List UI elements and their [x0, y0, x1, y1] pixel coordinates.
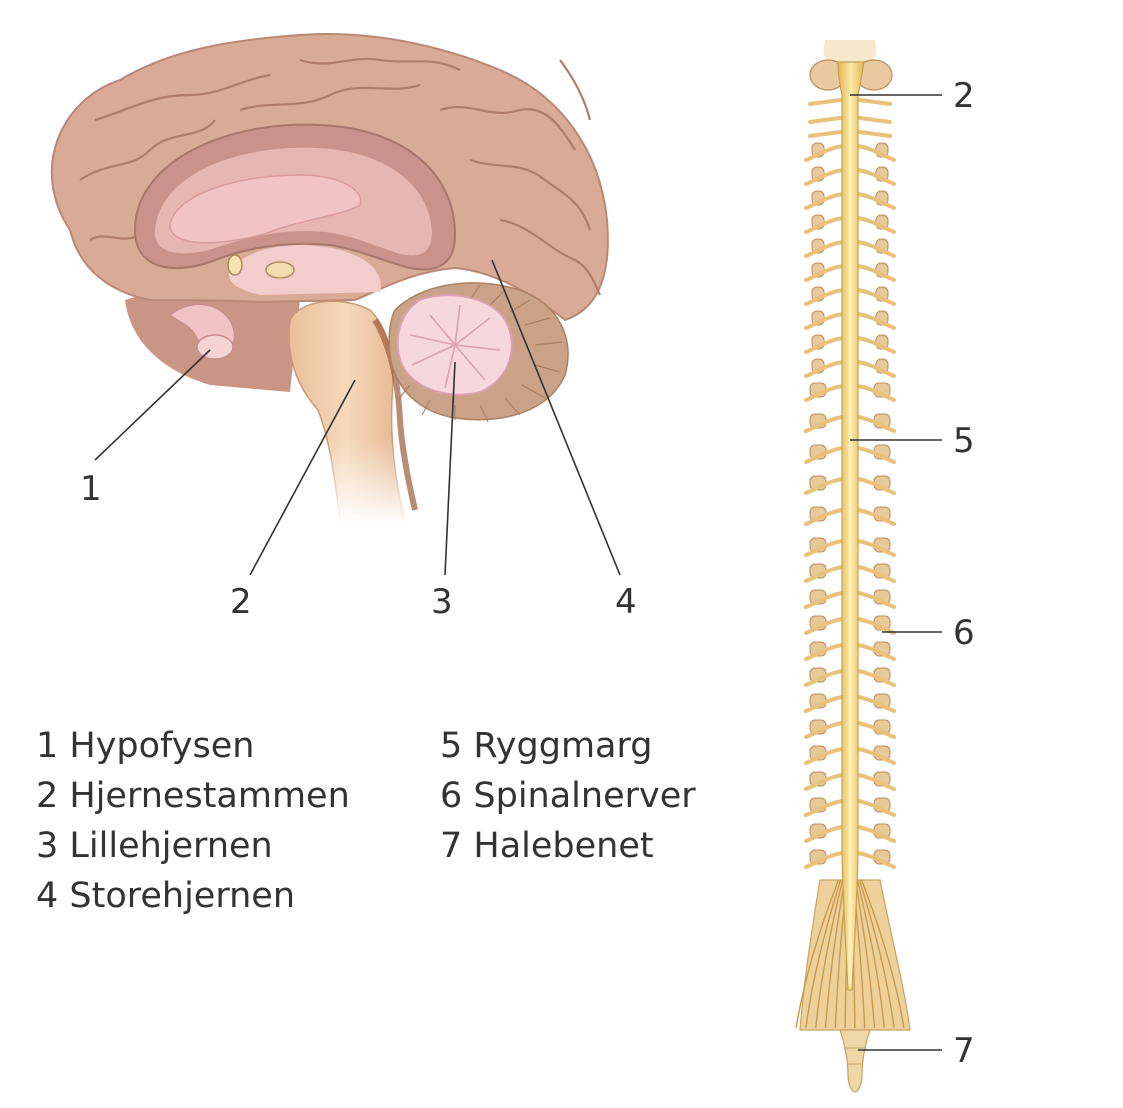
callout-2: 2	[230, 582, 252, 622]
legend-right: 5 Ryggmarg 6 Spinalnerver 7 Halebenet	[440, 721, 696, 871]
upper-nerve-left-2	[810, 132, 840, 136]
fornix-oval	[228, 255, 242, 275]
legend-item-halebenet: 7 Halebenet	[440, 821, 696, 871]
legend-left: 1 Hypofysen 2 Hjernestammen 3 Lillehjern…	[36, 721, 350, 921]
upper-nerve-right-0	[860, 100, 890, 104]
mass-intermedia	[266, 262, 294, 278]
legend-item-hjernestammen: 2 Hjernestammen	[36, 771, 350, 821]
pituitary-gland	[197, 335, 233, 359]
upper-nerve-left-1	[810, 118, 840, 122]
legend-item-lillehjernen: 3 Lillehjernen	[36, 821, 350, 871]
callout-4: 4	[615, 582, 637, 622]
legend-item-storehjernen: 4 Storehjernen	[36, 871, 350, 921]
callout-5: 5	[953, 421, 975, 461]
upper-nerve-right-1	[860, 118, 890, 122]
upper-nerve-left-0	[810, 100, 840, 104]
callout-1: 1	[80, 469, 102, 509]
callout-spine-2: 2	[953, 76, 975, 116]
upper-nerve-right-2	[860, 132, 890, 136]
legend-item-ryggmarg: 5 Ryggmarg	[440, 721, 696, 771]
callout-7: 7	[953, 1031, 975, 1071]
legend-item-spinalnerver: 6 Spinalnerver	[440, 771, 696, 821]
legend-item-hypofysen: 1 Hypofysen	[36, 721, 350, 771]
brain-illustration	[52, 34, 608, 525]
leader-1	[95, 350, 210, 460]
medulla-top	[824, 40, 876, 62]
callout-6: 6	[953, 613, 975, 653]
coccyx	[840, 1030, 870, 1092]
callout-3: 3	[431, 582, 453, 622]
spine-illustration	[796, 40, 910, 1092]
